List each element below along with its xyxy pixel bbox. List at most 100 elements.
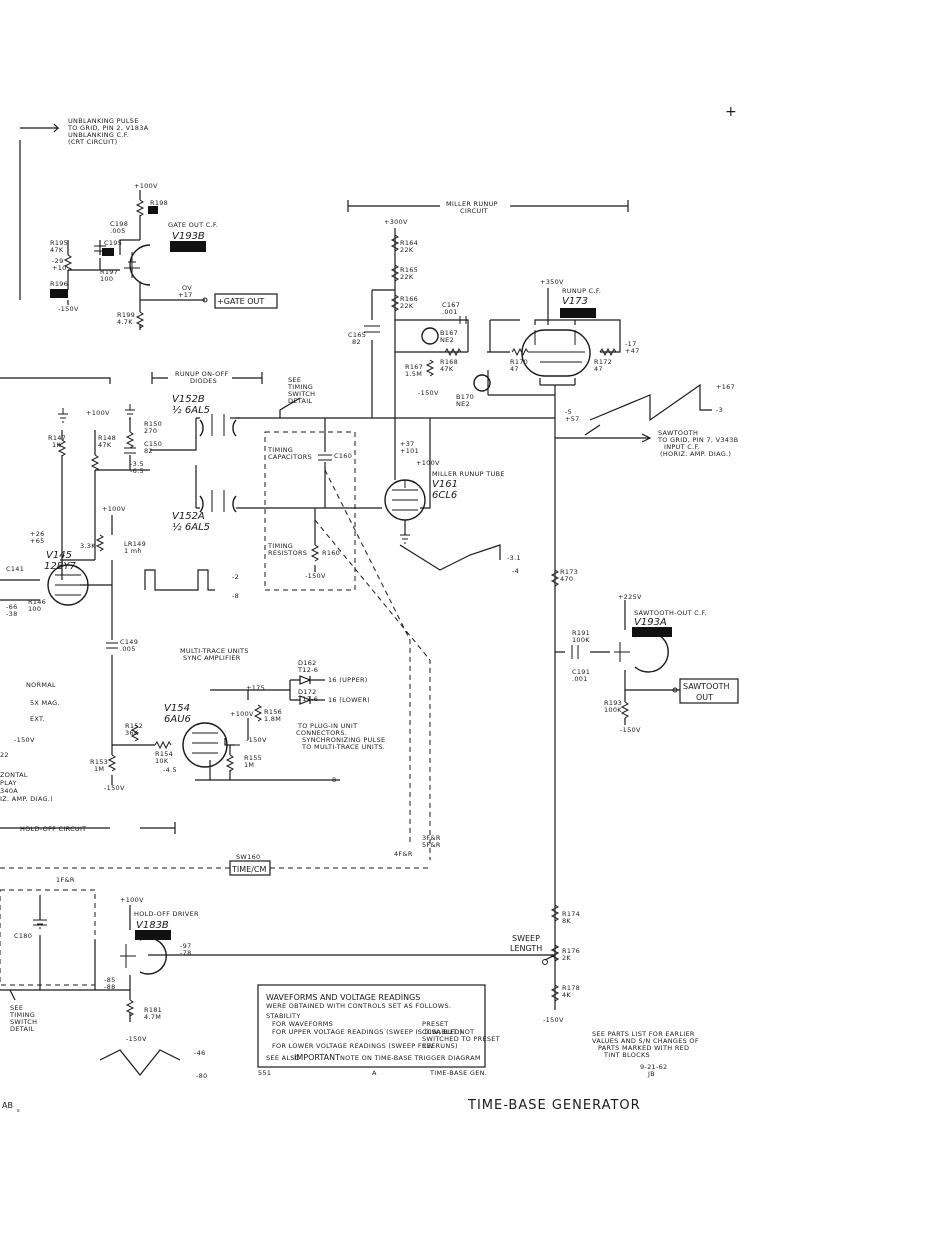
sawtooth-out-box-1: SAWTOOTH: [683, 682, 730, 691]
c167-label: C167: [442, 301, 460, 309]
r181-label: R181: [144, 1006, 162, 1014]
v193a-225v: +225V: [618, 593, 642, 601]
b170-lamp: [473, 374, 491, 392]
v193b-plate-wire: [119, 190, 141, 255]
v183b-tint: [135, 930, 171, 940]
miller-wave-voltage-2: -4: [512, 567, 519, 575]
r146-label: R146: [28, 598, 46, 606]
horiz-2: PLAY: [0, 779, 17, 787]
r153-label: R153: [90, 758, 108, 766]
left-edge-wire: [0, 579, 40, 601]
legend-row2-right2: SWITCHED TO PRESET: [422, 1035, 500, 1043]
mode-22: 22: [0, 751, 9, 759]
runup-onoff-2: DIODES: [190, 377, 217, 385]
legend-box: [257, 984, 486, 1068]
timing-wire: [314, 418, 326, 572]
sweep-length-pot: [544, 944, 560, 962]
gate-out-cf-label: GATE OUT C.F.: [168, 221, 218, 229]
runup-onoff-bracket: [151, 372, 263, 384]
v193a-envelope: [634, 631, 669, 673]
plugin-3: SYNCHRONIZING PULSE: [302, 736, 385, 744]
miller-wave-voltage-1: -3.1: [507, 554, 521, 562]
v161-screen-100v: +100V: [416, 459, 440, 467]
miller-waveform: [399, 544, 501, 571]
v152b-elements: [211, 414, 225, 436]
d162-label: D162: [298, 659, 317, 667]
v173-voltage-1: -17: [625, 340, 637, 348]
r148-label: R148: [98, 434, 116, 442]
gate-out-voltage-1: OV: [182, 284, 192, 292]
b170-type: NE2: [456, 400, 470, 408]
v193a-label: V193A: [634, 617, 667, 628]
ground-symbols: [35, 404, 410, 929]
miller-runup-tube-label: MILLER RUNUP TUBE: [432, 470, 505, 478]
d162-type: T12-6: [297, 666, 318, 674]
legend-see-also-pre: SEE ALSO: [266, 1054, 300, 1062]
c195-tint: [102, 248, 114, 256]
gate-out-voltage-2: +17: [178, 291, 193, 299]
v152b-type: ½ 6AL5: [172, 404, 210, 416]
legend-heading: WAVEFORMS AND VOLTAGE READINGS: [266, 993, 420, 1002]
node-voltage-1: -3.5: [130, 460, 144, 468]
r173-value: 470: [560, 575, 573, 583]
v145-elements: [55, 574, 81, 596]
v154-elements: [192, 732, 218, 754]
resistor-symbols: [57, 199, 630, 1017]
v193b-tint: [170, 241, 206, 252]
r167-value: 1.5M: [405, 370, 422, 378]
c150-value: 82: [144, 447, 153, 455]
sw-contact-4: 4F&R: [394, 850, 413, 858]
r148-100v: +100V: [86, 409, 110, 417]
r197-value: 100: [100, 275, 113, 283]
v173-voltage-2: +47: [625, 347, 640, 355]
v152b-envelope: [199, 419, 237, 437]
r150-wire: [95, 418, 150, 471]
r173-label: R173: [560, 568, 578, 576]
v161-plate-voltage-2: +101: [400, 447, 419, 455]
see-timing-pointer: [279, 397, 301, 418]
b167-label: B167: [440, 329, 458, 337]
r198-label: R198: [150, 199, 168, 207]
sawtooth-dest-4: (HORIZ. AMP. DIAG.): [660, 450, 731, 458]
r195-wire: [67, 240, 120, 305]
v152b-label: V152B: [172, 394, 205, 405]
r178-value: 4K: [562, 991, 571, 999]
v193b-grid-voltage-2: +10: [52, 264, 67, 272]
d162-d172-wire: [289, 679, 300, 701]
lr149-value: 1 mh: [124, 547, 142, 555]
v173-tint: [560, 308, 596, 318]
v193b-plate-voltage: +100V: [134, 182, 158, 190]
r148-value: 47K: [98, 441, 112, 449]
r172-value: 47: [594, 365, 603, 373]
r172-label: R172: [594, 358, 612, 366]
v154-envelope: [182, 722, 228, 768]
r196-tint: [50, 289, 68, 298]
v193a-elements: [614, 642, 630, 662]
horiz-3: 340A: [0, 787, 18, 795]
horiz-1: ZONTAL: [0, 771, 28, 779]
v154-plate-wire: [210, 689, 290, 746]
runup-onoff-1: RUNUP ON-OFF: [175, 370, 229, 378]
r167-label: R167: [405, 363, 423, 371]
v183b-cathode-voltage-2: -88: [104, 983, 116, 991]
lr149-100v: +100V: [102, 505, 126, 513]
see-timing-arrow: [9, 989, 16, 1001]
v173-plate-wire: [534, 288, 600, 325]
holdoff-circuit-label: HOLD-OFF CIRCUIT: [20, 825, 86, 833]
v173-elements: [528, 330, 585, 363]
v154-label: V154: [164, 703, 190, 714]
v152a-label: V152A: [172, 511, 205, 522]
sawtooth-peak-voltage: +167: [716, 383, 735, 391]
sawtooth-waveform: [589, 383, 712, 422]
r155-label: R155: [244, 754, 262, 762]
r150-value: 270: [144, 427, 157, 435]
r154-value: 10K: [155, 757, 169, 765]
b170-label: B170: [456, 393, 474, 401]
sawtooth-dest-1: SAWTOOTH: [658, 429, 698, 437]
c191-label: C191: [572, 668, 590, 676]
legend-row1-left: FOR WAVEFORMS: [272, 1020, 333, 1028]
c149-value: .005: [120, 645, 136, 653]
horiz-4: IZ. AMP. DIAG.): [0, 795, 53, 803]
r33k-label: 3.3K: [80, 542, 96, 550]
